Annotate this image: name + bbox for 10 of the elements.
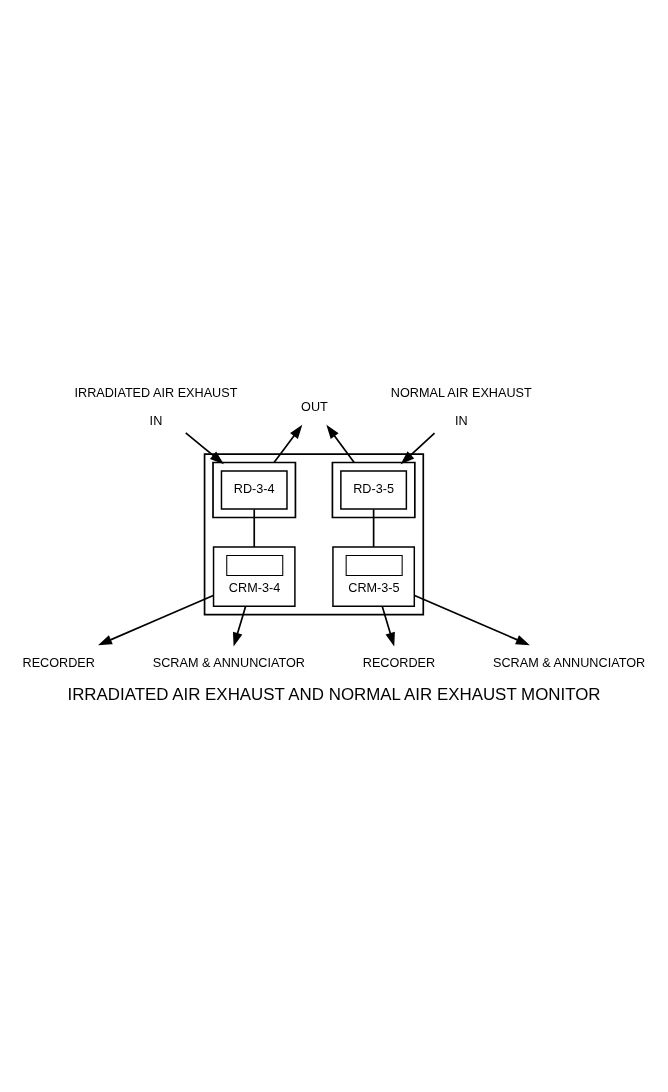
diagram-title: IRRADIATED AIR EXHAUST AND NORMAL AIR EXHAUST MONITOR <box>67 685 601 705</box>
node-text: RECORDER <box>362 655 436 670</box>
node-label: IN <box>149 414 163 429</box>
node-text: SCRAM & ANNUNCIATOR <box>152 655 305 670</box>
node-text: RECORDER <box>22 655 95 670</box>
node-label: IN <box>454 414 468 429</box>
node-text: NORMAL AIR EXHAUST <box>390 385 532 400</box>
node-text: SCRAM & ANNUNCIATOR <box>493 655 646 670</box>
node-text: IRRADIATED AIR EXHAUST <box>74 385 238 400</box>
node-text: OUT <box>301 399 328 414</box>
